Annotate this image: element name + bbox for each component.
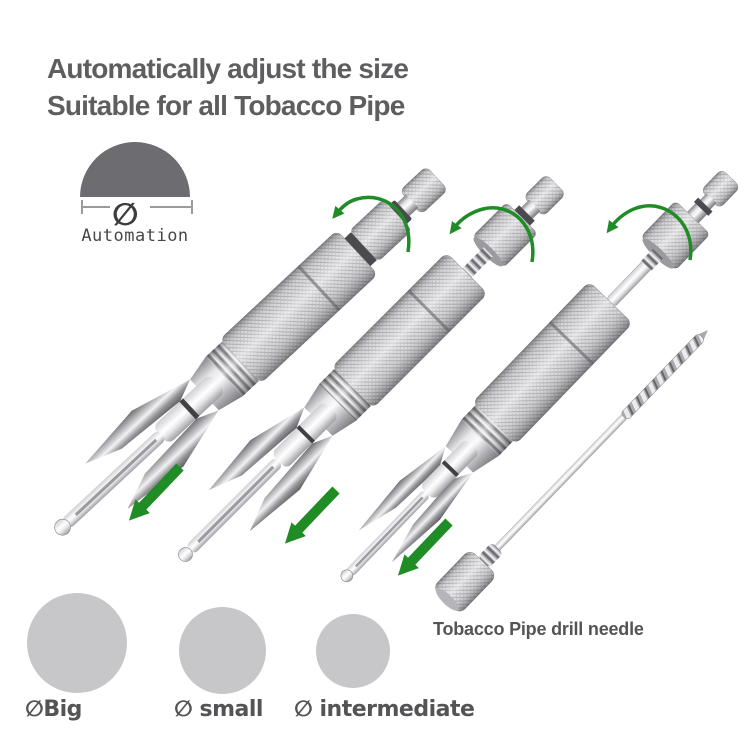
slide-arrow-icon <box>128 463 184 521</box>
size-circle-big <box>27 593 127 693</box>
page-title: Automatically adjust the size Suitable f… <box>47 50 467 124</box>
reamer-small <box>340 171 739 583</box>
rotation-arrow-icon <box>606 204 693 261</box>
size-circle-intermediate <box>316 614 390 688</box>
title-line-2: Suitable for all Tobacco Pipe <box>47 90 405 121</box>
reamer-medium <box>178 176 564 562</box>
diameter-symbol: ∅ <box>112 197 139 233</box>
title-line-1: Automatically adjust the size <box>47 53 409 84</box>
rotation-arrow-icon <box>332 195 411 253</box>
slide-arrow-icon <box>284 486 340 544</box>
size-label-intermediate: ∅ intermediate <box>294 697 475 722</box>
rotation-arrow-icon <box>449 206 535 263</box>
reamer-large <box>54 168 446 536</box>
size-label-big: ∅Big <box>25 697 82 722</box>
automation-label: Automation <box>81 226 189 246</box>
size-semicircle-icon <box>80 142 193 214</box>
size-label-small: ∅ small <box>174 697 263 722</box>
needle-caption: Tobacco Pipe drill needle <box>433 619 644 639</box>
slide-arrow-icon <box>397 518 453 576</box>
size-circle-small <box>179 607 266 694</box>
drill-needle <box>435 329 708 612</box>
